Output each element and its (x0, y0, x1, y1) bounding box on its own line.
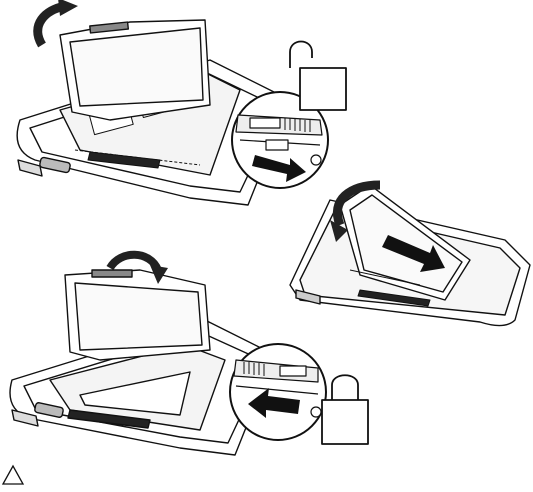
latch-magnifier (230, 344, 326, 440)
caution-triangle-icon (3, 466, 23, 484)
panel-insert-battery (290, 185, 530, 326)
locked-padlock-icon (322, 375, 368, 444)
rotate-down-arrow (110, 255, 158, 270)
panel-open-cover-unlock (17, 0, 346, 205)
